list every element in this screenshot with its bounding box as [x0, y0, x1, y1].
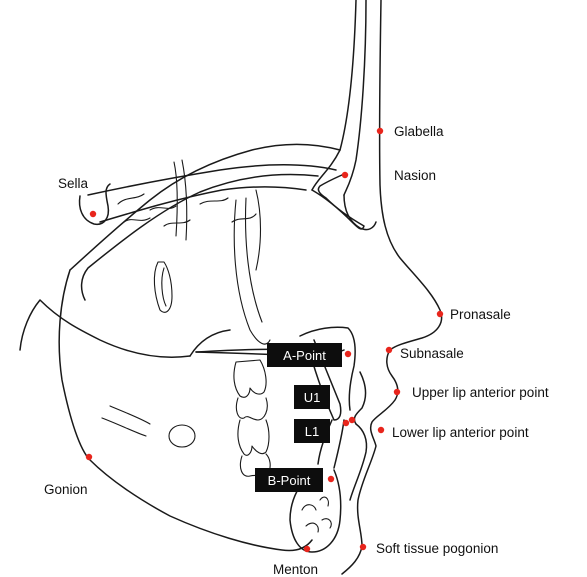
label-gonion: Gonion — [44, 482, 88, 497]
label-nasion: Nasion — [394, 168, 436, 183]
label-subnasale: Subnasale — [400, 346, 464, 361]
label-l1: L1 — [305, 424, 319, 439]
glabella-dot — [377, 128, 383, 134]
label-soft-tissue-pogonion: Soft tissue pogonion — [376, 541, 498, 556]
label-sella: Sella — [58, 176, 89, 191]
label-glabella: Glabella — [394, 124, 444, 139]
boxed-label-u1: U1 — [294, 385, 330, 409]
label-u1: U1 — [304, 390, 321, 405]
u1-dot — [343, 420, 349, 426]
sella-dot — [90, 211, 96, 217]
subnasale-dot — [386, 347, 392, 353]
label-pronasale: Pronasale — [450, 307, 511, 322]
menton-dot — [304, 546, 310, 552]
label-upper-lip-anterior-point: Upper lip anterior point — [412, 385, 549, 400]
label-a-point: A-Point — [283, 348, 326, 363]
boxed-label-b-point: B-Point — [255, 468, 323, 492]
label-b-point: B-Point — [268, 473, 311, 488]
soft-tissue-pogonion-dot — [360, 544, 366, 550]
pronasale-dot — [437, 311, 443, 317]
a-point-dot — [345, 351, 351, 357]
l1-dot — [349, 417, 355, 423]
gonion-dot — [86, 454, 92, 460]
lower-lip-anterior-dot — [378, 427, 384, 433]
label-lower-lip-anterior-point: Lower lip anterior point — [392, 425, 529, 440]
upper-lip-anterior-dot — [394, 389, 400, 395]
label-menton: Menton — [273, 562, 318, 577]
boxed-label-a-point: A-Point — [267, 343, 342, 367]
nasion-dot — [342, 172, 348, 178]
boxed-label-l1: L1 — [294, 419, 330, 443]
b-point-dot — [328, 476, 334, 482]
